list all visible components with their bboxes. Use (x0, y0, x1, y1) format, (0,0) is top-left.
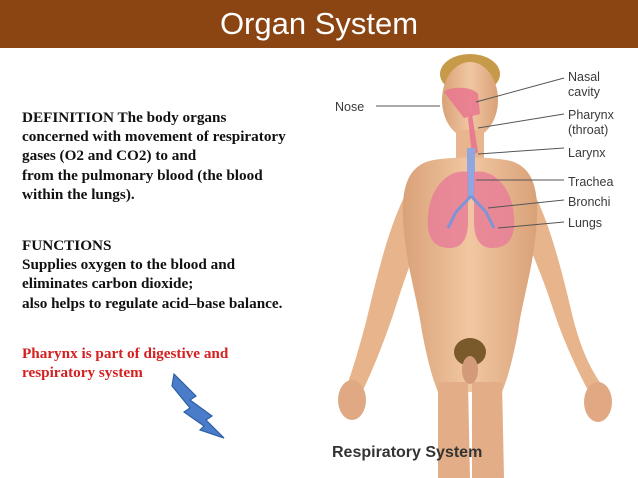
definition-line: from the pulmonary blood (the blood (22, 166, 263, 184)
functions-block: FUNCTIONS Supplies oxygen to the blood a… (22, 236, 282, 313)
nasal-cavity-label-1: Nasal (568, 70, 600, 84)
respiratory-system-illustration (338, 54, 612, 478)
pharynx-label-2: (throat) (568, 123, 609, 137)
definition-line: within the lungs). (22, 185, 135, 203)
functions-line: Supplies oxygen to the blood and (22, 256, 236, 274)
larynx-label: Larynx (568, 146, 606, 160)
bronchi-label: Bronchi (568, 195, 611, 209)
pharynx-label-1: Pharynx (568, 108, 614, 122)
page-title: Organ System (0, 0, 638, 48)
nose-label: Nose (335, 100, 365, 114)
lungs-diagram (427, 87, 515, 248)
note-line: Pharynx is part of digestive and (22, 345, 229, 362)
trachea-label: Trachea (568, 175, 614, 189)
functions-line: eliminates carbon dioxide; (22, 275, 194, 293)
lightning-arrow-icon (171, 372, 225, 439)
functions-line: also helps to regulate acid–base balance… (22, 294, 283, 312)
pharynx-note: Pharynx is part of digestive and respira… (22, 344, 228, 382)
definition-line: DEFINITION The body organs (22, 109, 227, 126)
functions-heading: FUNCTIONS (22, 237, 112, 254)
definition-line: gases (O2 and CO2) to and (22, 147, 197, 165)
figure-caption: Respiratory System (332, 444, 483, 461)
definition-block: DEFINITION The body organs concerned wit… (22, 108, 286, 204)
leader-lines (376, 77, 565, 229)
note-line: respiratory system (22, 364, 143, 382)
lungs-label: Lungs (568, 216, 603, 230)
definition-line: concerned with movement of respiratory (22, 128, 286, 146)
nasal-cavity-label-2: cavity (568, 85, 600, 99)
